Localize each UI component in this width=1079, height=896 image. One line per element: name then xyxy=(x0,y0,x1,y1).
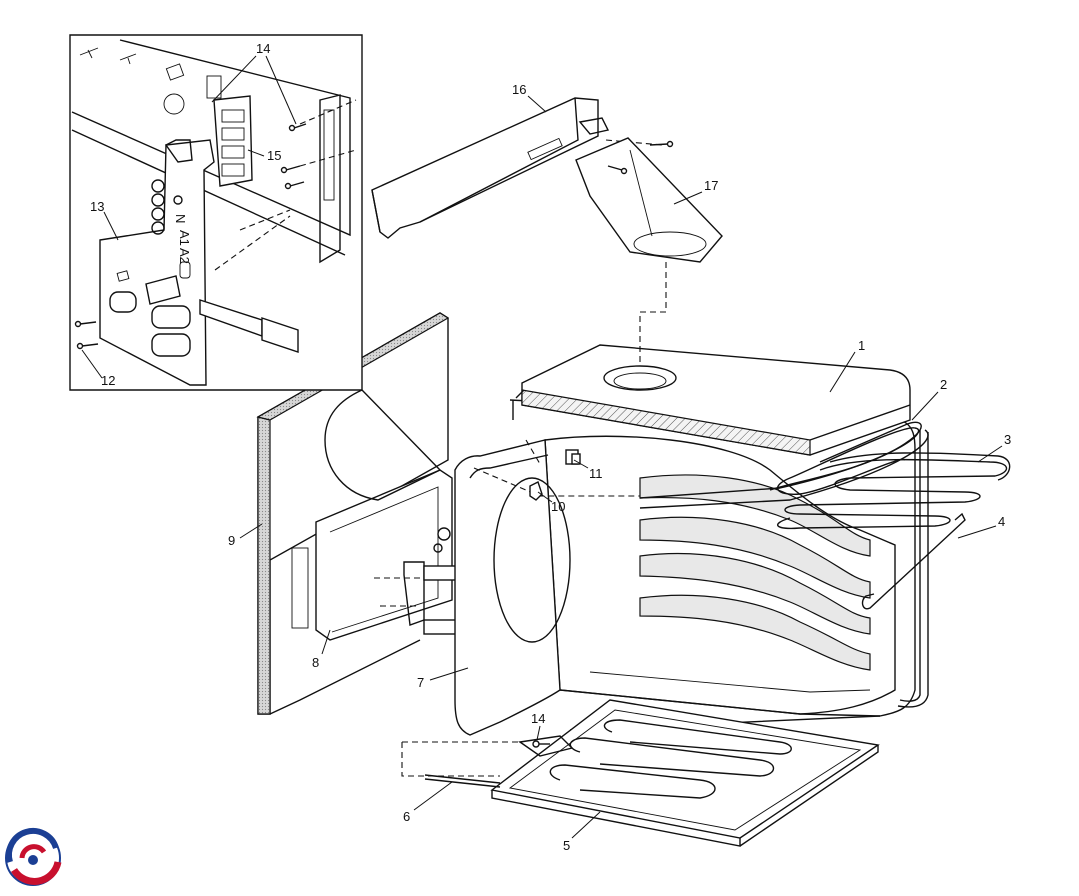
callout-9: 9 xyxy=(228,533,235,548)
part-1-top-insulation xyxy=(512,344,911,456)
callout-15: 15 xyxy=(267,148,281,163)
part-10-clip xyxy=(529,481,543,501)
callout-13: 13 xyxy=(90,199,104,214)
leader-lines xyxy=(81,55,1003,839)
brand-logo-icon xyxy=(5,827,62,886)
part-16-top-duct xyxy=(371,97,663,239)
callout-16: 16 xyxy=(512,82,526,97)
part-4-wire-hook xyxy=(861,512,966,610)
part-3-fan-element xyxy=(769,421,1011,530)
part-8-control-bracket xyxy=(291,469,467,641)
callout-10: 10 xyxy=(551,499,565,514)
callout-3: 3 xyxy=(1004,432,1011,447)
part-5-bottom-tray xyxy=(490,699,880,847)
callout-labels: 1 2 3 4 5 6 7 8 9 10 11 12 13 14 14 15 1… xyxy=(90,41,1011,853)
callout-14-lower: 14 xyxy=(531,711,545,726)
callout-4: 4 xyxy=(998,514,1005,529)
callout-8: 8 xyxy=(312,655,319,670)
inset-terminal-n: N xyxy=(173,214,188,223)
callout-6: 6 xyxy=(403,809,410,824)
callout-11: 11 xyxy=(589,466,603,481)
oven-cavity xyxy=(374,399,916,777)
part-11-clip xyxy=(565,449,581,465)
callout-7: 7 xyxy=(417,675,424,690)
inset-terminal-a1: A1 xyxy=(177,230,192,246)
inset-detail: N A1 A2 xyxy=(69,34,441,501)
part-14-screw-lower xyxy=(532,740,550,748)
inset-terminal-a2: A2 xyxy=(177,248,192,264)
part-17-flue-hood xyxy=(575,137,723,364)
callout-12: 12 xyxy=(101,373,115,388)
callout-2: 2 xyxy=(940,377,947,392)
callout-5: 5 xyxy=(563,838,570,853)
callout-17: 17 xyxy=(704,178,718,193)
callout-14-inset: 14 xyxy=(256,41,270,56)
part-6-rod xyxy=(424,774,501,788)
callout-1: 1 xyxy=(858,338,865,353)
